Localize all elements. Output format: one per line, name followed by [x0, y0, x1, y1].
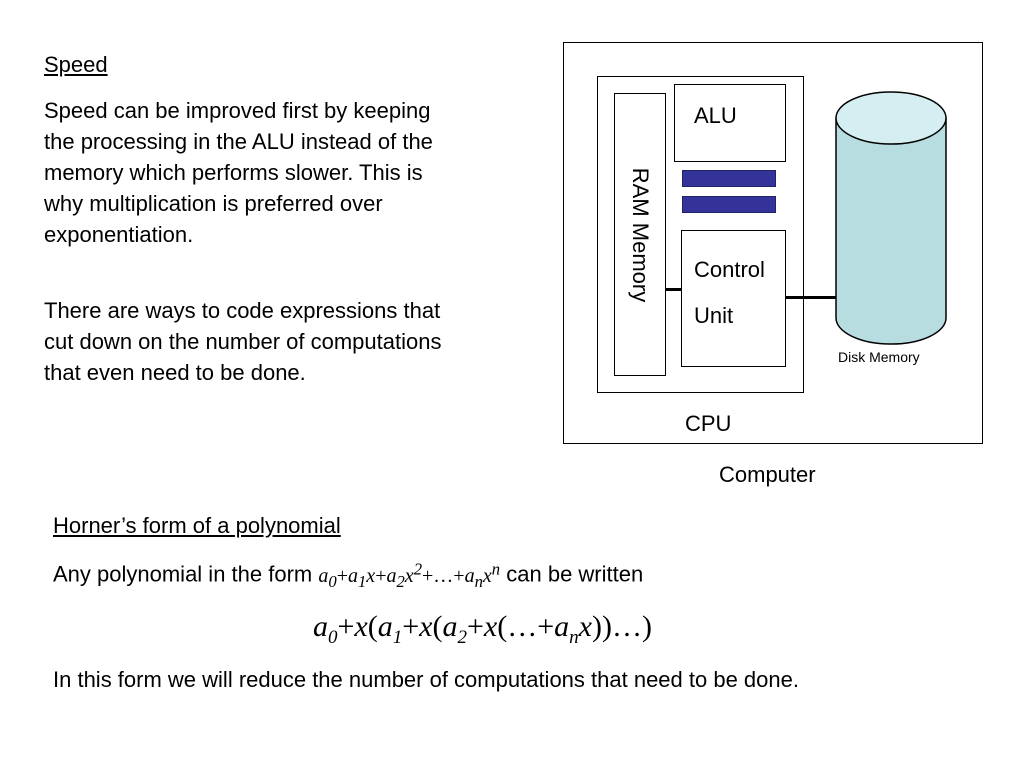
- alu-box: ALU: [674, 84, 786, 162]
- horner-form-formula: a0+x(a1+x(a2+x(…+anx))…): [313, 610, 652, 648]
- speed-paragraph-2: There are ways to code expressions that …: [44, 298, 442, 385]
- horner-intro-after: can be written: [506, 561, 644, 587]
- data-bus-bar-1: [682, 170, 776, 187]
- ram-control-connector: [665, 288, 681, 291]
- cpu-label: CPU: [685, 411, 732, 436]
- control-unit-box: Control Unit: [681, 230, 786, 367]
- horner-closing: In this form we will reduce the number o…: [53, 667, 799, 692]
- disk-memory-cylinder: [835, 91, 947, 345]
- speed-heading: Speed: [44, 52, 108, 77]
- speed-paragraph-1: Speed can be improved first by keeping t…: [44, 98, 433, 247]
- horner-intro-before: Any polynomial in the form: [53, 561, 313, 587]
- control-unit-label-line2: Unit: [694, 303, 734, 328]
- polynomial-standard-form: a0+a1x+a2x2+…+anxn: [318, 559, 501, 591]
- control-unit-label-line1: Control: [694, 257, 765, 282]
- data-bus-bar-2: [682, 196, 776, 213]
- ram-memory-label: RAM Memory: [628, 167, 653, 302]
- disk-memory-label: Disk Memory: [838, 349, 920, 365]
- ram-memory-box: RAM Memory: [614, 93, 666, 376]
- horner-heading: Horner’s form of a polynomial: [53, 513, 341, 538]
- alu-label: ALU: [694, 103, 737, 128]
- horner-intro: Any polynomial in the form a0+a1x+a2x2+……: [53, 559, 643, 592]
- control-disk-connector: [786, 296, 836, 299]
- computer-label: Computer: [719, 462, 816, 487]
